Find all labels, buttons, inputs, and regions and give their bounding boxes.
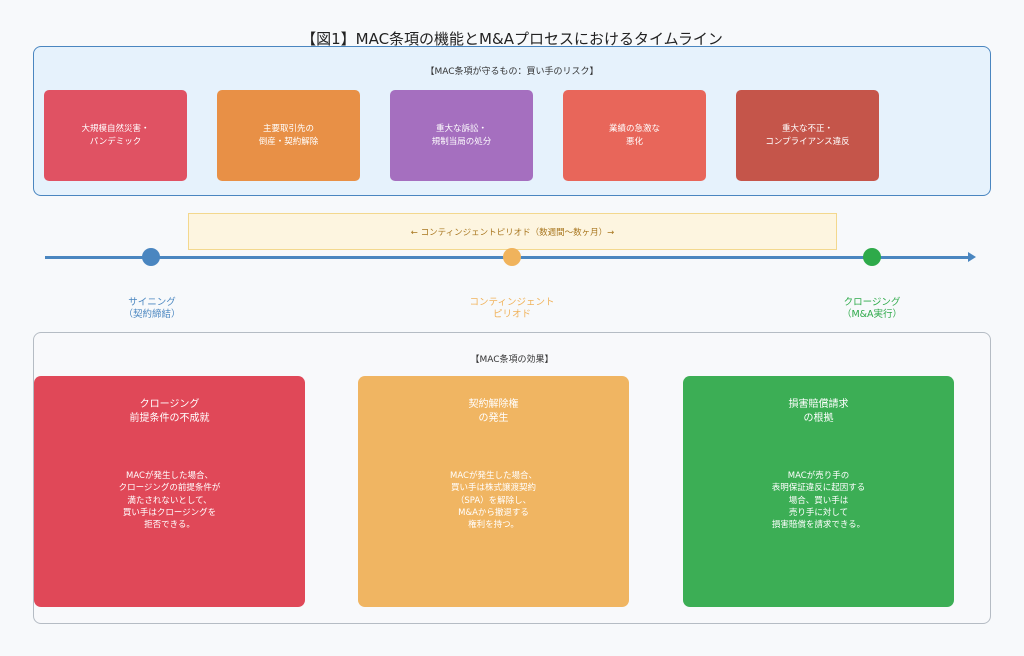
timeline-label-signing: サイニング （契約締結） (123, 297, 181, 321)
effect-card: 契約解除権 の発生 MACが発生した場合、 買い手は株式譲渡契約 （SPA）を解… (358, 376, 629, 607)
risk-panel-title: 【MAC条項が守るもの：買い手のリスク】 (425, 67, 599, 77)
effects-panel-title: 【MAC条項の効果】 (470, 355, 554, 365)
timeline-dot-contingent (503, 248, 521, 266)
risk-card: 業績の急激な 悪化 (563, 90, 706, 181)
contingent-period-band: ← コンティンジェントピリオド（数週間〜数ヶ月）→ (188, 213, 837, 250)
effect-body: MACが発生した場合、 買い手は株式譲渡契約 （SPA）を解除し、 M&Aから撤… (450, 471, 537, 531)
timeline-label-closing: クロージング （M&A実行） (841, 297, 903, 321)
timeline-label-contingent: コンティンジェント ピリオド (469, 297, 555, 321)
risk-card: 主要取引先の 倒産・契約解除 (217, 90, 360, 181)
risk-card: 重大な訴訟・ 規制当局の処分 (390, 90, 533, 181)
timeline-dot-signing (142, 248, 160, 266)
effect-heading: クロージング 前提条件の不成就 (129, 399, 210, 424)
effect-card: クロージング 前提条件の不成就 MACが発生した場合、 クロージングの前提条件が… (34, 376, 305, 607)
timeline-arrow-icon (968, 252, 976, 262)
effect-card: 損害賠償請求 の根拠 MACが売り手の 表明保証違反に起因する 場合、買い手は … (683, 376, 954, 607)
effect-body: MACが発生した場合、 クロージングの前提条件が 満たされないとして、 買い手は… (118, 471, 221, 531)
risk-card: 重大な不正・ コンプライアンス違反 (736, 90, 879, 181)
risk-card: 大規模自然災害・ パンデミック (44, 90, 187, 181)
effect-body: MACが売り手の 表明保証違反に起因する 場合、買い手は 売り手に対して 損害賠… (771, 471, 866, 531)
timeline-dot-closing (863, 248, 881, 266)
figure-title: 【図1】MAC条項の機能とM&Aプロセスにおけるタイムライン (301, 30, 723, 48)
effect-heading: 契約解除権 の発生 (468, 399, 519, 424)
effect-heading: 損害賠償請求 の根拠 (788, 399, 849, 424)
